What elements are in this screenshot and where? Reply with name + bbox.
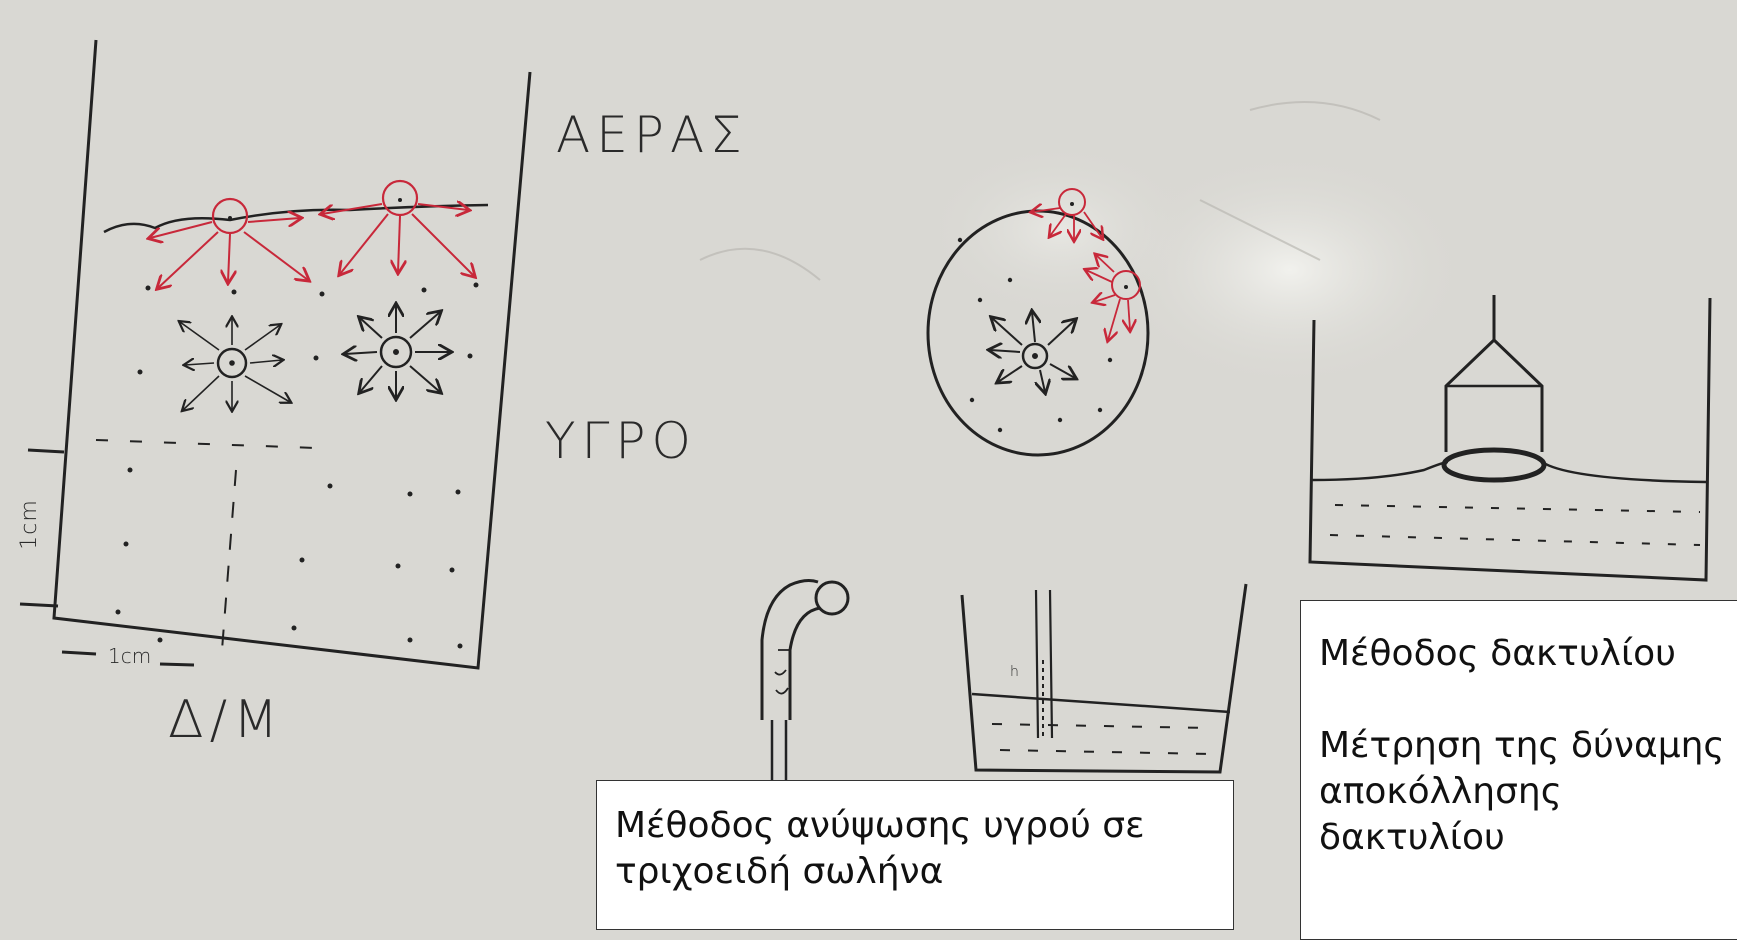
ring-method-title: Μέθοδος δακτυλίου: [1319, 631, 1737, 677]
ring-method-caption: Μέθοδος δακτυλίου Μέτρηση της δύναμης απ…: [1300, 600, 1737, 940]
scale-horizontal-label: 1cm: [108, 644, 151, 668]
scale-vertical-label: 1cm: [17, 499, 42, 550]
liquid-label: ΥΓΡΟ: [545, 412, 697, 470]
dm-label: Δ/Μ: [168, 690, 284, 750]
ring-method-text: Μέτρηση της δύναμης αποκόλλησης δακτυλίο…: [1319, 723, 1737, 861]
capillary-method-caption: Μέθοδος ανύψωσης υγρού σε τριχοειδή σωλή…: [596, 780, 1234, 930]
height-mark-label: h: [1010, 664, 1019, 680]
capillary-method-text: Μέθοδος ανύψωσης υγρού σε τριχοειδή σωλή…: [615, 803, 1215, 895]
air-label: ΑΕΡΑΣ: [556, 106, 748, 164]
